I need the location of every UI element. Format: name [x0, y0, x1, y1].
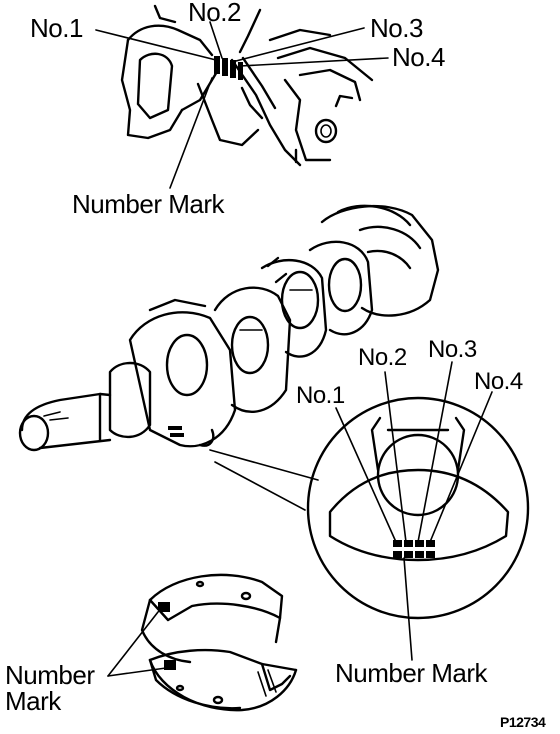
- number-mark-stripes-crank: [168, 426, 184, 437]
- top-leader-lines: [95, 21, 389, 189]
- crankshaft-illustration: [18, 204, 440, 452]
- top-number-mark-label: Number Mark: [72, 189, 224, 219]
- crank-label-no4: No.4: [474, 368, 523, 395]
- figure-code: P12734: [500, 714, 546, 730]
- bearing-mark-label: Mark: [5, 686, 61, 716]
- bearing-shells-illustration: [140, 573, 298, 712]
- number-mark-stripes-magnified: [393, 540, 435, 558]
- crank-label-no1: No.1: [296, 382, 345, 409]
- number-mark-stripes-top: [214, 56, 243, 80]
- engine-block-illustration: [120, 4, 374, 167]
- number-mark-bearing-lower: [164, 660, 176, 670]
- top-label-no1: No.1: [30, 13, 83, 43]
- bearing-leader-lines: [107, 611, 167, 677]
- magnified-leader-lines: [335, 361, 493, 661]
- top-label-no2: No.2: [188, 0, 241, 27]
- number-mark-bearing-upper: [158, 602, 170, 612]
- top-label-no4: No.4: [392, 42, 445, 72]
- crank-label-no2: No.2: [358, 344, 407, 371]
- bearing-number-label: Number: [5, 660, 95, 690]
- magnifier-callout-lines: [209, 449, 319, 511]
- crank-label-no3: No.3: [428, 336, 477, 363]
- crank-number-mark-label: Number Mark: [335, 658, 487, 688]
- magnified-view: [306, 396, 530, 620]
- top-label-no3: No.3: [370, 13, 423, 43]
